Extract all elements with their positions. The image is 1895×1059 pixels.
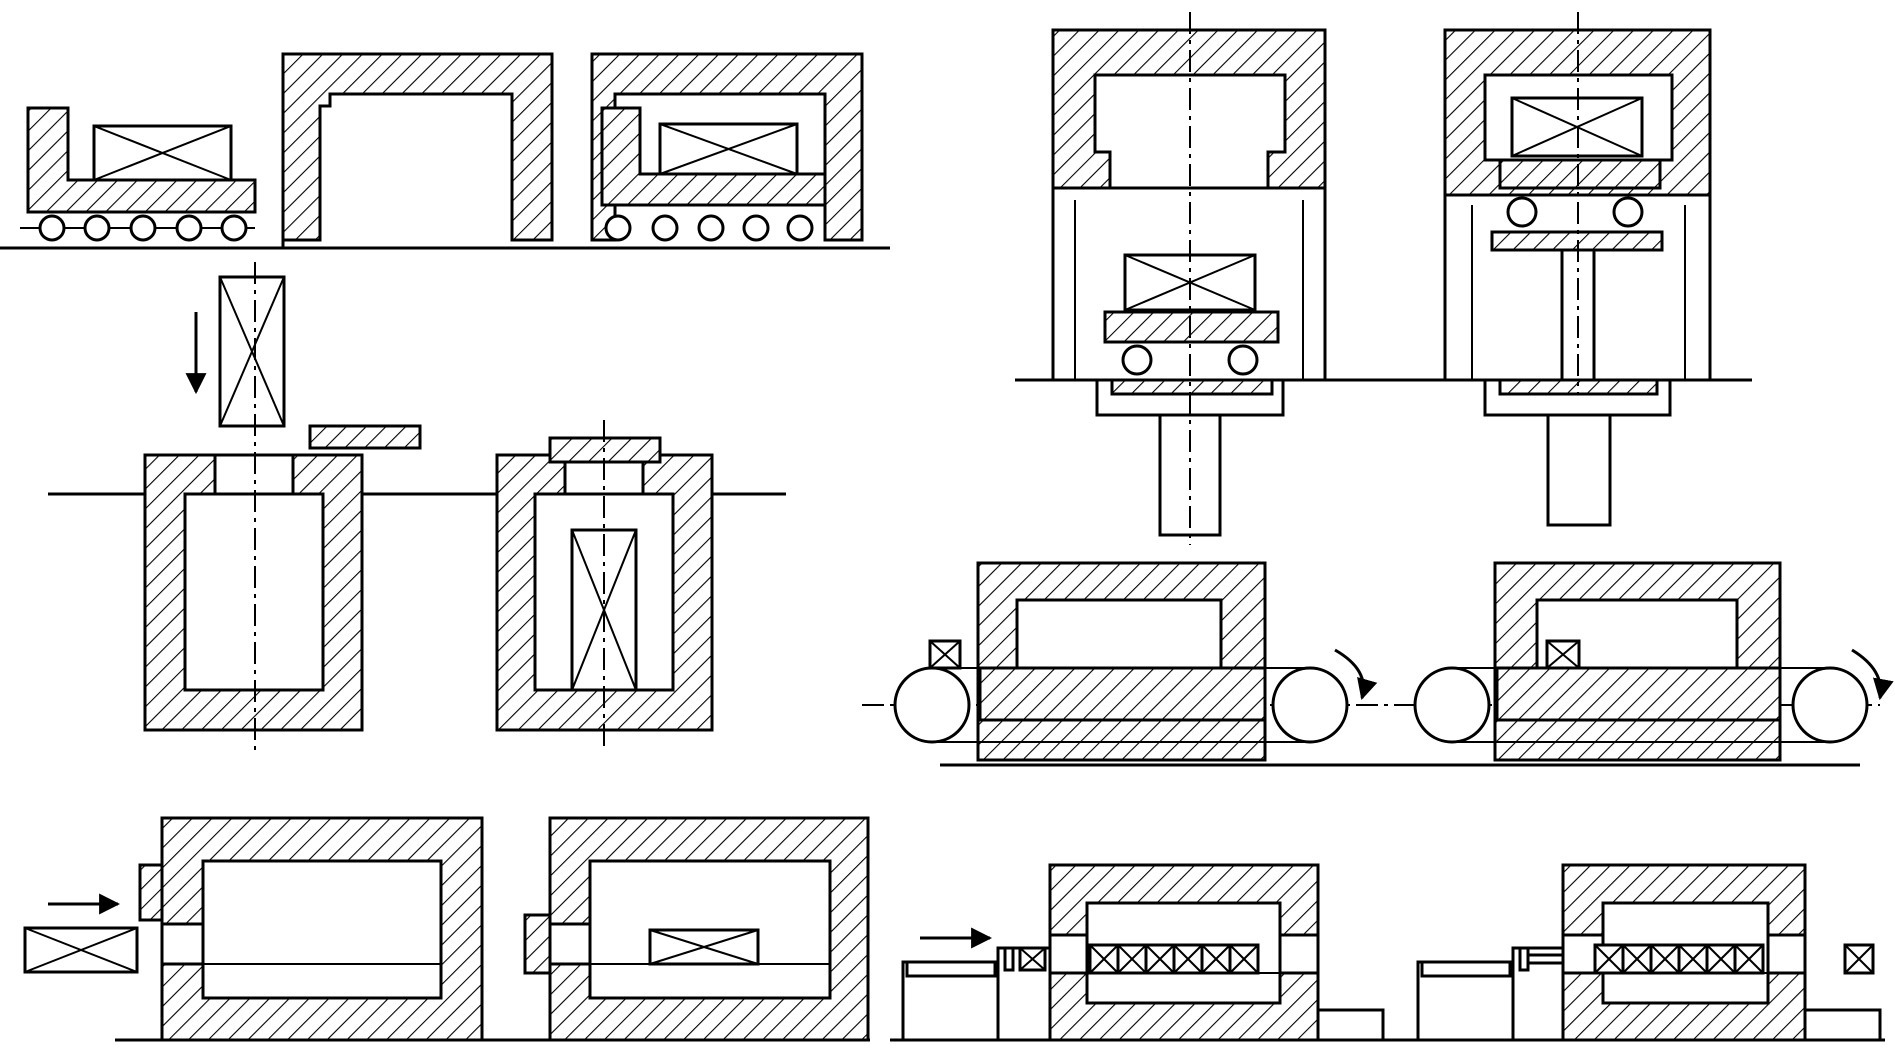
pusher-loads-1 [1088,943,1260,975]
pusher-furnace-panel [890,863,1885,1042]
door-closed [523,913,552,975]
pusher-unit-2 [1416,863,1882,1042]
conveyor-unit-2 [1413,561,1894,762]
conveyor-unit-1 [893,561,1378,762]
elevator-furnace-panel [1015,12,1752,545]
elevator-unit-lowered [1051,12,1327,545]
pusher-loads-2 [1593,943,1765,975]
pit-furnace-panel [48,262,786,750]
car-outside [20,106,257,242]
pusher-unit-1 [901,863,1385,1042]
lid-aside [308,424,422,450]
car-bottom-furnace-panel [0,52,890,250]
car-inside-furnace [590,52,864,242]
car-wheels [38,214,248,242]
conveyor-furnace-panel [862,561,1894,767]
elevator-unit-raised [1443,12,1712,527]
furnace-shell-empty [281,52,554,242]
door-open [138,863,164,922]
box-furnace-panel [23,816,870,1042]
